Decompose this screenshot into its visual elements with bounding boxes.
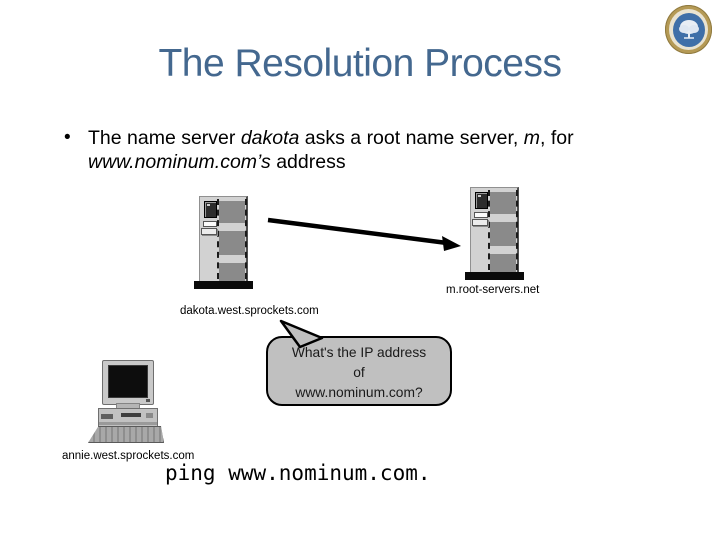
keyboard (88, 426, 164, 443)
name-server-label: dakota.west.sprockets.com (180, 305, 319, 317)
server-drive-slot (472, 219, 488, 226)
university-seal-logo (665, 5, 712, 54)
server-base (194, 281, 253, 289)
bubble-line: of (353, 365, 365, 380)
server-panel-column (488, 190, 518, 272)
server-tower-icon-dakota (194, 196, 253, 289)
server-drive-slot (203, 221, 217, 227)
server-tower-icon-root (465, 187, 524, 280)
server-panel-column (217, 199, 247, 281)
bullet-seg: asks a root name server, (299, 127, 524, 149)
speech-bubble: What's the IP address of www.nominum.com… (266, 336, 452, 406)
server-body (199, 196, 248, 282)
bullet-seg-italic: www.nominum.com’s (88, 151, 271, 173)
bullet-seg-italic: dakota (240, 127, 300, 149)
bullet-seg: The name server (88, 127, 241, 149)
seal-ring (669, 9, 708, 50)
tree-icon (678, 19, 699, 39)
bullet-seg-italic: m (523, 127, 540, 149)
bullet-seg: address (270, 151, 346, 173)
root-server-label: m.root-servers.net (446, 284, 540, 296)
client-host-label: annie.west.sprockets.com (62, 450, 195, 462)
bullet-text: The name server dakota asks a root name … (88, 126, 639, 174)
server-base (465, 272, 524, 280)
desktop-computer-icon-annie (88, 360, 164, 443)
server-drive-slot (201, 228, 217, 235)
seal-core (672, 12, 705, 47)
server-control-panel (475, 192, 488, 209)
computer-case (98, 408, 158, 427)
server-drive-slot (474, 212, 488, 218)
page-title: The Resolution Process (158, 42, 562, 85)
bullet-seg: , for (539, 127, 574, 149)
command-text: ping www.nominum.com. (165, 461, 431, 485)
monitor-screen (108, 365, 148, 398)
floppy-drive-slot (121, 413, 141, 417)
bullet-item: • The name server dakota asks a root nam… (64, 126, 639, 174)
bubble-line: www.nominum.com? (295, 385, 423, 400)
server-body (470, 187, 519, 273)
monitor (102, 360, 154, 405)
server-control-panel (204, 201, 217, 218)
bubble-line: What's the IP address (291, 345, 427, 360)
arrow-right-icon (267, 217, 461, 251)
bullet-marker: • (64, 127, 71, 148)
